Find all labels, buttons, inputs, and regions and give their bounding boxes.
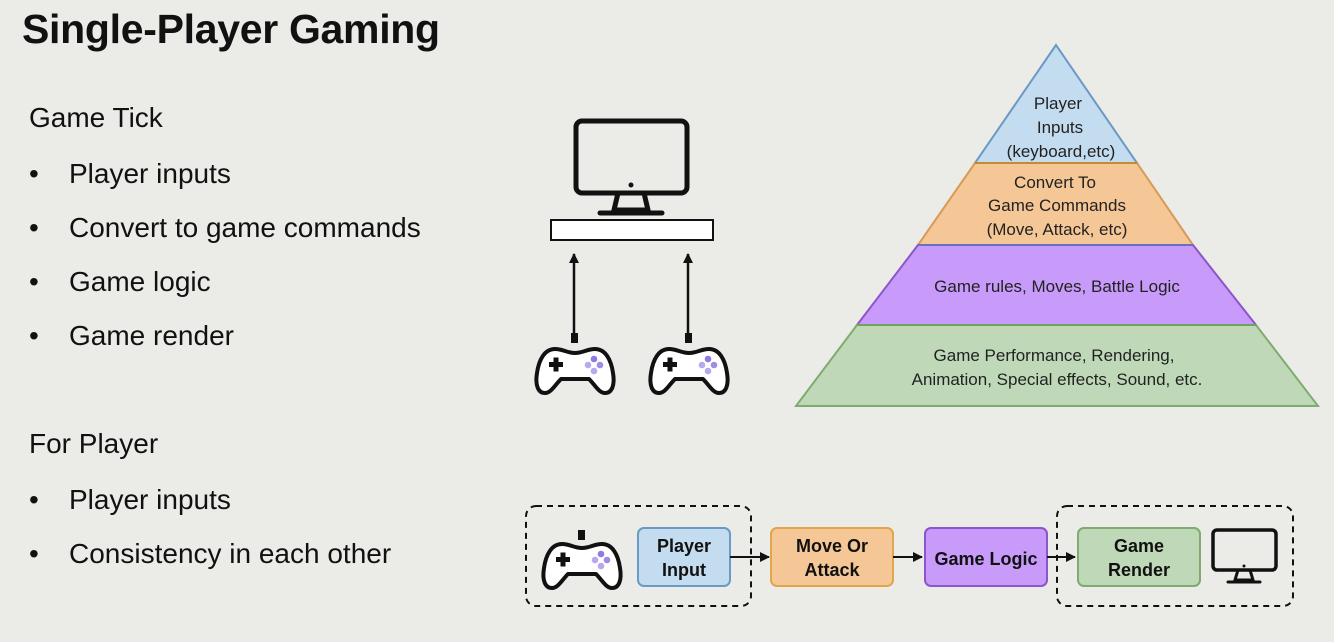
game-render-label: Render <box>1108 560 1170 580</box>
list-item-text: Player inputs <box>69 158 231 189</box>
pyramid: Player Inputs (keyboard,etc) Convert To … <box>793 43 1321 407</box>
list-item: • Game logic <box>29 263 421 317</box>
move-or-attack-label: Attack <box>804 560 860 580</box>
pyramid-tier-performance <box>793 324 1321 407</box>
list-item: • Player inputs <box>29 155 421 209</box>
page-title: Single-Player Gaming <box>22 6 440 52</box>
pyramid-text: Inputs <box>1037 118 1083 137</box>
for-player-list: • Player inputs • Consistency in each othe… <box>29 481 391 589</box>
list-item: • Game render <box>29 317 421 371</box>
monitor-icon <box>1211 528 1278 584</box>
render-group-frame <box>1056 505 1294 607</box>
pyramid-text: Game Commands <box>988 196 1126 215</box>
game-render-label: Game <box>1114 536 1164 556</box>
game-render-box <box>1077 527 1201 587</box>
bullet-glyph: • <box>29 158 39 189</box>
pyramid-text: (Move, Attack, etc) <box>987 220 1128 239</box>
game-tick-heading: Game Tick <box>29 102 163 133</box>
list-item: • Consistency in each other <box>29 535 391 589</box>
player-input-label: Input <box>662 560 706 580</box>
bullet-glyph: • <box>29 484 39 515</box>
list-item-text: Game logic <box>69 266 211 297</box>
list-item-text: Player inputs <box>69 484 231 515</box>
pyramid-text: Player <box>1034 94 1083 113</box>
pyramid-text: Convert To <box>1014 173 1096 192</box>
list-item-text: Consistency in each other <box>69 538 392 569</box>
pyramid-text: Game Performance, Rendering, <box>934 346 1175 365</box>
move-or-attack-label: Move Or <box>796 536 868 556</box>
for-player-heading: For Player <box>29 428 159 459</box>
player-input-label: Player <box>657 536 711 556</box>
gamepad-icon <box>534 333 616 395</box>
bullet-glyph: • <box>29 212 39 243</box>
pyramid-text: Animation, Special effects, Sound, etc. <box>912 370 1203 389</box>
bullet-glyph: • <box>29 320 39 351</box>
game-logic-label: Game Logic <box>934 549 1037 569</box>
pyramid-text: (keyboard,etc) <box>1007 142 1116 161</box>
gamepad-icon <box>541 530 623 590</box>
list-item: • Convert to game commands <box>29 209 421 263</box>
gamepad-icon <box>648 333 730 395</box>
pyramid-text: Game rules, Moves, Battle Logic <box>934 277 1180 296</box>
input-group-frame <box>525 505 752 607</box>
list-item: • Player inputs <box>29 481 391 535</box>
list-item-text: Game render <box>69 320 234 351</box>
console-bar <box>550 219 714 241</box>
bullet-glyph: • <box>29 266 39 297</box>
list-item-text: Convert to game commands <box>69 212 421 243</box>
monitor-icon <box>573 118 690 216</box>
game-tick-list: • Player inputs • Convert to game commands… <box>29 155 421 371</box>
bullet-glyph: • <box>29 538 39 569</box>
